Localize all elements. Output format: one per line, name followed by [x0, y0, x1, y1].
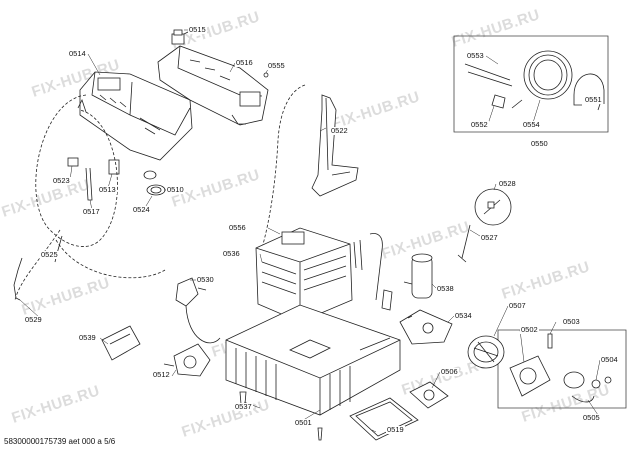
part-label-0502: 0502 — [520, 325, 539, 334]
part-label-0537: 0537 — [234, 402, 253, 411]
part-label-0556: 0556 — [228, 223, 247, 232]
part-label-0504: 0504 — [600, 355, 619, 364]
left-hose-lower-dashed-path — [14, 229, 166, 301]
plate-0534 — [399, 309, 453, 345]
part-label-0501: 0501 — [294, 418, 313, 427]
part-label-0530: 0530 — [196, 275, 215, 284]
valve-0530 — [175, 277, 221, 344]
dispenser-housing-part — [77, 71, 193, 161]
pump-0512 — [163, 343, 211, 377]
part-label-0528: 0528 — [498, 179, 517, 188]
part-label-0550: 0550 — [530, 139, 549, 148]
part-label-0505: 0505 — [582, 413, 601, 422]
detail-circle-0528 — [457, 188, 512, 263]
part-label-0512: 0512 — [152, 370, 171, 379]
part-label-0552: 0552 — [470, 120, 489, 129]
part-label-0517: 0517 — [82, 207, 101, 216]
screw-bottom — [317, 427, 323, 441]
part-label-0515: 0515 — [188, 25, 207, 34]
part-label-0525: 0525 — [40, 250, 59, 259]
part-label-0503: 0503 — [562, 317, 581, 326]
part-label-0519: 0519 — [386, 425, 405, 434]
part-label-0522: 0522 — [330, 126, 349, 135]
hose-0525-part — [13, 235, 63, 301]
part-label-0534: 0534 — [454, 311, 473, 320]
pump-unit-0536 — [255, 227, 383, 323]
part-label-0551: 0551 — [584, 95, 603, 104]
part-label-0513: 0513 — [98, 185, 117, 194]
inlet-part-0522 — [311, 94, 359, 197]
part-label-0553: 0553 — [466, 51, 485, 60]
part-label-0524: 0524 — [132, 205, 151, 214]
drawer-part — [157, 45, 269, 126]
part-label-0507: 0507 — [508, 301, 527, 310]
gasket-0519 — [349, 397, 419, 441]
part-label-0555: 0555 — [267, 61, 286, 70]
part-label-0523: 0523 — [52, 176, 71, 185]
screw-0555-part — [263, 72, 269, 78]
part-label-0506: 0506 — [440, 367, 459, 376]
part-label-0536: 0536 — [222, 249, 241, 258]
capacitor-0538 — [381, 253, 433, 311]
motor-group-box — [467, 329, 627, 409]
left-hose-dashed-path — [35, 94, 118, 247]
hose-dashed-path — [261, 84, 306, 249]
module-0539 — [101, 325, 141, 361]
foot-0506 — [409, 381, 449, 409]
base-frame-0501 — [225, 304, 401, 416]
part-label-0510: 0510 — [166, 185, 185, 194]
part-label-0539: 0539 — [78, 333, 97, 342]
part-label-0529: 0529 — [24, 315, 43, 324]
hose-kit-group-box — [453, 35, 609, 133]
part-label-0538: 0538 — [436, 284, 455, 293]
part-label-0516: 0516 — [235, 58, 254, 67]
part-label-0554: 0554 — [522, 120, 541, 129]
part-label-0527: 0527 — [480, 233, 499, 242]
diagram-footer-code: 58300000175739 aet 000 a 5/6 — [4, 437, 116, 446]
part-label-0514: 0514 — [68, 49, 87, 58]
